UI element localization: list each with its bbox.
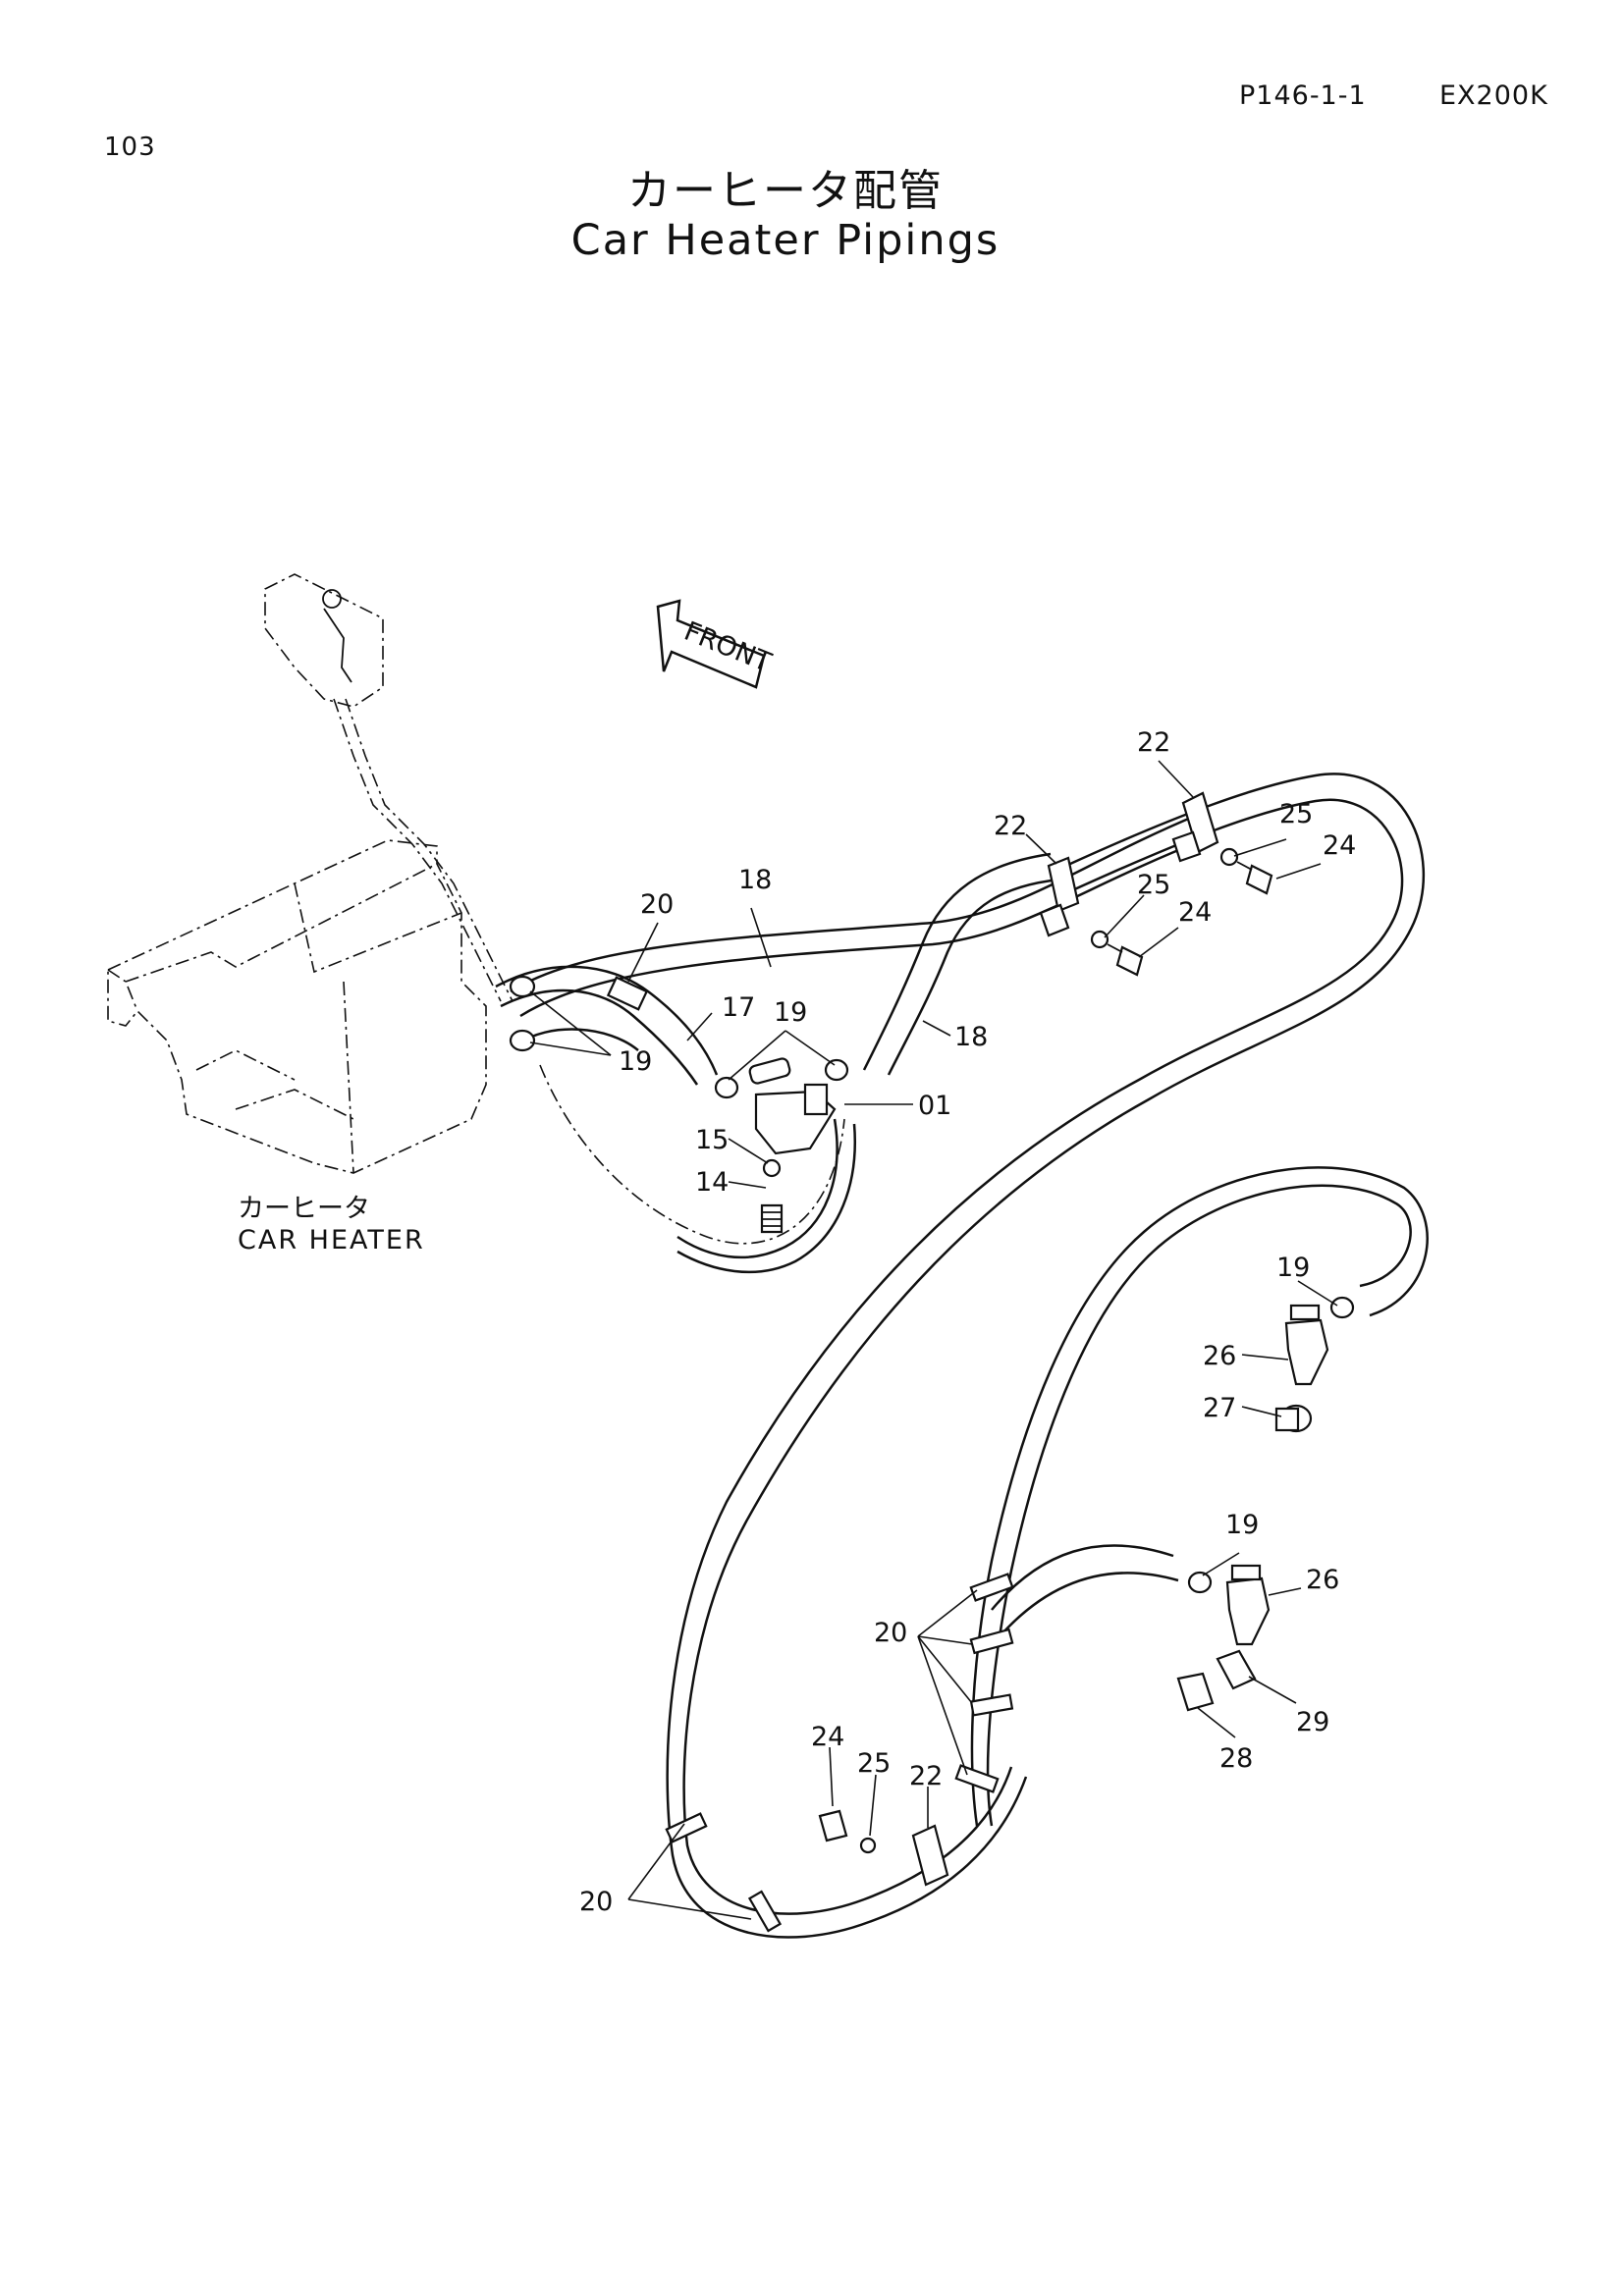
hose-bands-19 — [509, 975, 1355, 1594]
callout-24: 24 — [1178, 897, 1212, 928]
callout-labels: 22 22 25 24 25 24 20 18 17 19 18 19 01 1… — [579, 727, 1356, 1917]
drain-cock-upper — [1274, 1304, 1329, 1433]
car-heater-label-en: CAR HEATER — [238, 1225, 425, 1255]
hose-clamps — [911, 791, 1219, 1887]
callout-17: 17 — [722, 992, 755, 1023]
callout-01: 01 — [918, 1091, 951, 1121]
callout-19: 19 — [619, 1046, 652, 1077]
model-code: EX200K — [1439, 80, 1548, 111]
page-number: 103 — [104, 133, 156, 162]
callout-20: 20 — [579, 1887, 613, 1917]
callout-20: 20 — [874, 1618, 907, 1648]
callout-19: 19 — [1276, 1253, 1310, 1283]
callout-19: 19 — [774, 997, 807, 1028]
callout-26: 26 — [1203, 1341, 1236, 1371]
callout-22: 22 — [994, 811, 1027, 841]
leader-lines — [529, 760, 1338, 1920]
bolts-and-washers — [818, 847, 1273, 1854]
drain-cock-lower — [1176, 1564, 1271, 1712]
car-heater-unit — [107, 839, 487, 1174]
valve-assembly-01 — [748, 1057, 837, 1234]
callout-25: 25 — [1279, 799, 1313, 829]
callout-28: 28 — [1219, 1743, 1253, 1774]
page-title-english: Car Heater Pipings — [570, 216, 1001, 265]
callout-24: 24 — [1323, 830, 1356, 861]
lower-hoses — [970, 1166, 1429, 1827]
callout-15: 15 — [695, 1125, 729, 1155]
upper-hoses — [510, 773, 1426, 1939]
callout-14: 14 — [695, 1167, 729, 1198]
callout-22: 22 — [909, 1761, 943, 1791]
callout-27: 27 — [1203, 1393, 1236, 1423]
short-hoses — [495, 965, 856, 1274]
callout-19: 19 — [1225, 1510, 1259, 1540]
callout-25: 25 — [857, 1748, 891, 1779]
callout-18: 18 — [954, 1022, 988, 1052]
car-heater-label-ja: カーヒータ — [238, 1194, 370, 1224]
front-arrow: FRONT — [656, 599, 776, 689]
callout-22: 22 — [1137, 727, 1170, 758]
figure-reference: P146-1-1 — [1239, 80, 1367, 111]
front-arrow-label: FRONT — [679, 616, 776, 678]
valve-control-bracket — [264, 573, 514, 1002]
callout-26: 26 — [1306, 1565, 1339, 1595]
page-title-japanese: カーヒータ配管 — [627, 166, 944, 216]
callout-25: 25 — [1137, 870, 1170, 900]
callout-29: 29 — [1296, 1707, 1329, 1737]
callout-18: 18 — [738, 865, 772, 895]
callout-24: 24 — [811, 1722, 844, 1752]
callout-20: 20 — [640, 889, 674, 920]
